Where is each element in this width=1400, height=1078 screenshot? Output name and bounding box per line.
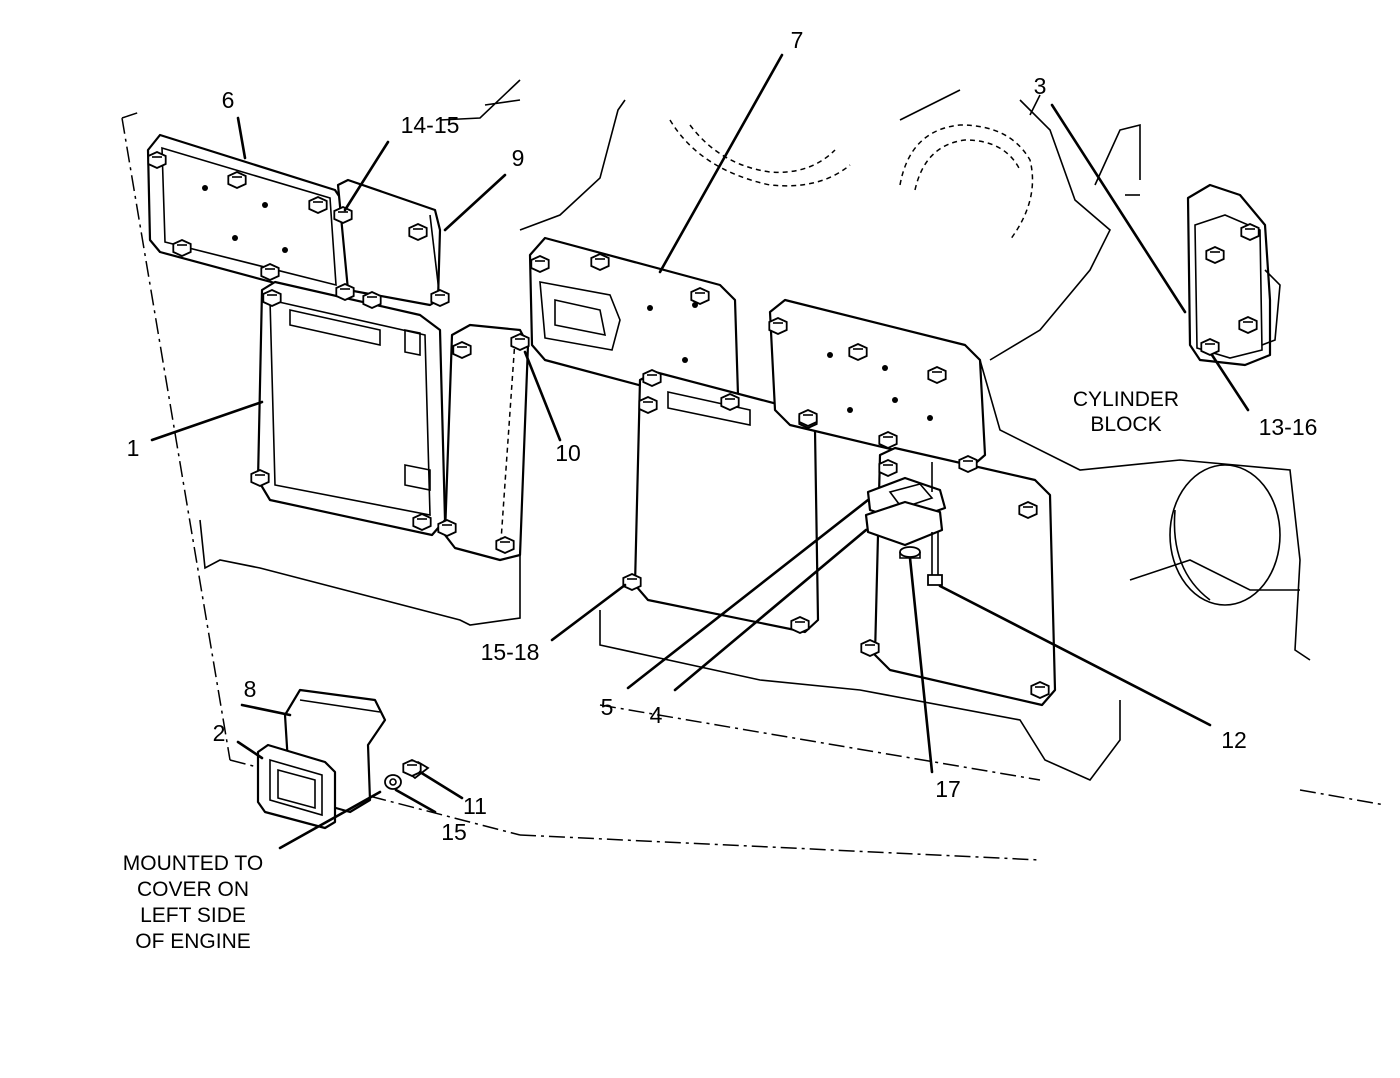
bolt-head — [362, 291, 382, 309]
label-item-10: 10 — [555, 440, 581, 466]
label-item-6: 6 — [222, 87, 235, 113]
label-item-13-16: 13-16 — [1259, 414, 1318, 440]
bolt-head — [1200, 338, 1220, 356]
part-12-screw — [927, 532, 943, 586]
bolt-head — [172, 239, 192, 257]
label-item-4: 4 — [650, 702, 663, 728]
bolt-head — [878, 459, 898, 477]
bolt-heads — [147, 151, 1260, 777]
bolt-head — [402, 759, 422, 777]
bolt-head — [262, 289, 282, 307]
label-item-2: 2 — [213, 720, 226, 746]
bolt-head — [720, 393, 740, 411]
bolt-head — [1240, 223, 1260, 241]
part-6-cover — [146, 133, 350, 302]
mounted-note-line-2: COVER ON — [137, 878, 249, 901]
label-item-1: 1 — [127, 435, 140, 461]
label-item-17: 17 — [935, 776, 961, 802]
bolt-head — [878, 431, 898, 449]
part-7-cover — [528, 236, 740, 410]
cylinder-block-label-line-1: CYLINDER — [1073, 388, 1179, 411]
bolt-head — [333, 206, 353, 224]
bolt-head — [848, 343, 868, 361]
bolt-head — [495, 536, 515, 554]
bolt-head — [798, 409, 818, 427]
bolt-head — [590, 253, 610, 271]
part-10-gasket — [443, 323, 530, 562]
bolt-head — [958, 455, 978, 473]
bolt-head — [437, 519, 457, 537]
mounted-note-line-3: LEFT SIDE — [140, 904, 246, 927]
label-item-7: 7 — [791, 27, 804, 53]
label-item-14-15: 14-15 — [401, 112, 460, 138]
hidden-bores — [669, 119, 1281, 606]
bolt-head — [227, 171, 247, 189]
bolt-head — [452, 341, 472, 359]
bolt-head — [510, 333, 530, 351]
part-9-cover — [336, 178, 442, 307]
label-item-5: 5 — [601, 694, 614, 720]
part-3-side-cover — [1186, 183, 1281, 367]
bolt-head — [768, 317, 788, 335]
cylinder-block-outline — [121, 79, 1386, 861]
part-17-plug — [899, 546, 921, 559]
bolt-head — [147, 151, 167, 169]
bolt-head — [308, 196, 328, 214]
leader-lines — [150, 53, 1250, 850]
label-item-11: 11 — [463, 793, 487, 819]
bolt-head — [1238, 316, 1258, 334]
part-2-gasket — [256, 743, 337, 830]
callout-labels: 7 6 14-15 9 3 13-16 1 10 15-18 5 4 12 17… — [123, 27, 1318, 953]
mounted-note-line-4: OF ENGINE — [135, 930, 251, 953]
label-item-15-18: 15-18 — [481, 639, 540, 665]
parts-4-5-adapter — [864, 462, 947, 547]
label-item-12: 12 — [1221, 727, 1247, 753]
bolt-head — [260, 263, 280, 281]
bolt-head — [927, 366, 947, 384]
bolt-head — [1030, 681, 1050, 699]
label-item-15: 15 — [441, 819, 467, 845]
bolt-head — [638, 396, 658, 414]
bolt-head — [250, 469, 270, 487]
bolt-head — [430, 289, 450, 307]
right-upper-cover — [768, 298, 987, 470]
bolt-head — [790, 616, 810, 634]
label-item-8: 8 — [244, 676, 257, 702]
bolt-head — [1205, 246, 1225, 264]
cylinder-block-label-line-2: BLOCK — [1090, 413, 1161, 436]
bolt-head — [408, 223, 428, 241]
middle-large-cover — [633, 370, 820, 634]
part-1-cover — [256, 280, 447, 537]
bolt-head — [622, 573, 642, 591]
bolt-head — [1018, 501, 1038, 519]
bolt-head — [530, 255, 550, 273]
bolt-head — [335, 283, 355, 301]
bolt-head — [860, 639, 880, 657]
bolt-head — [412, 513, 432, 531]
label-item-9: 9 — [512, 145, 525, 171]
bolt-head — [690, 287, 710, 305]
label-item-3: 3 — [1034, 73, 1047, 99]
mounted-note-line-1: MOUNTED TO — [123, 852, 263, 875]
bolt-head — [642, 369, 662, 387]
